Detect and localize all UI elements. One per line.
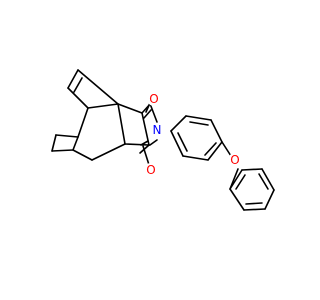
atom-bg bbox=[144, 163, 158, 177]
atom-bg bbox=[150, 123, 164, 137]
atom-bg bbox=[147, 92, 161, 106]
bond bbox=[264, 189, 275, 210]
oxygen-top-label: O bbox=[149, 92, 158, 106]
phenylene-ring bbox=[170, 115, 232, 161]
c-n-bond bbox=[149, 139, 158, 146]
bond bbox=[185, 115, 212, 121]
bond bbox=[91, 143, 126, 161]
atom-labels: O O N O bbox=[144, 92, 242, 177]
bond bbox=[87, 103, 119, 109]
bond bbox=[124, 143, 150, 146]
c-o-bond bbox=[145, 102, 151, 113]
aromatic-inner bbox=[189, 121, 209, 126]
bond bbox=[72, 149, 93, 161]
bond bbox=[241, 168, 263, 171]
double-bond-inner bbox=[73, 77, 83, 93]
bond bbox=[140, 140, 149, 146]
bond bbox=[117, 103, 126, 145]
canvas-background bbox=[0, 0, 300, 300]
bond bbox=[72, 136, 79, 151]
bond bbox=[229, 188, 245, 211]
bond bbox=[141, 112, 150, 146]
aromatic-inner bbox=[235, 174, 246, 190]
atom-bg bbox=[228, 153, 242, 167]
bond bbox=[117, 103, 143, 114]
c-o-bond bbox=[221, 141, 232, 157]
bond bbox=[67, 69, 79, 89]
oxygen-bottom-label: O bbox=[146, 163, 155, 177]
bond bbox=[55, 134, 79, 138]
bicyclic-cage bbox=[51, 69, 126, 161]
bond bbox=[182, 155, 209, 161]
bond bbox=[243, 208, 266, 211]
bond bbox=[229, 169, 243, 190]
bond bbox=[210, 119, 223, 143]
bond bbox=[77, 107, 89, 138]
molecule-structure: O O N O bbox=[0, 0, 300, 300]
bond bbox=[170, 115, 187, 132]
aromatic-inner bbox=[177, 132, 188, 152]
oxygen-ether-label: O bbox=[230, 153, 239, 167]
aromatic-inner bbox=[258, 173, 269, 190]
bond bbox=[51, 149, 74, 152]
bond bbox=[51, 134, 57, 152]
bond bbox=[143, 109, 152, 119]
bond bbox=[67, 87, 89, 109]
bond bbox=[207, 141, 223, 161]
nitrogen-label: N bbox=[153, 123, 162, 137]
aromatic-inner bbox=[245, 202, 263, 205]
bond bbox=[77, 69, 119, 105]
bond bbox=[170, 130, 184, 157]
bond bbox=[261, 168, 275, 191]
phenyl-ring bbox=[229, 168, 275, 211]
aromatic-inner bbox=[204, 142, 217, 156]
